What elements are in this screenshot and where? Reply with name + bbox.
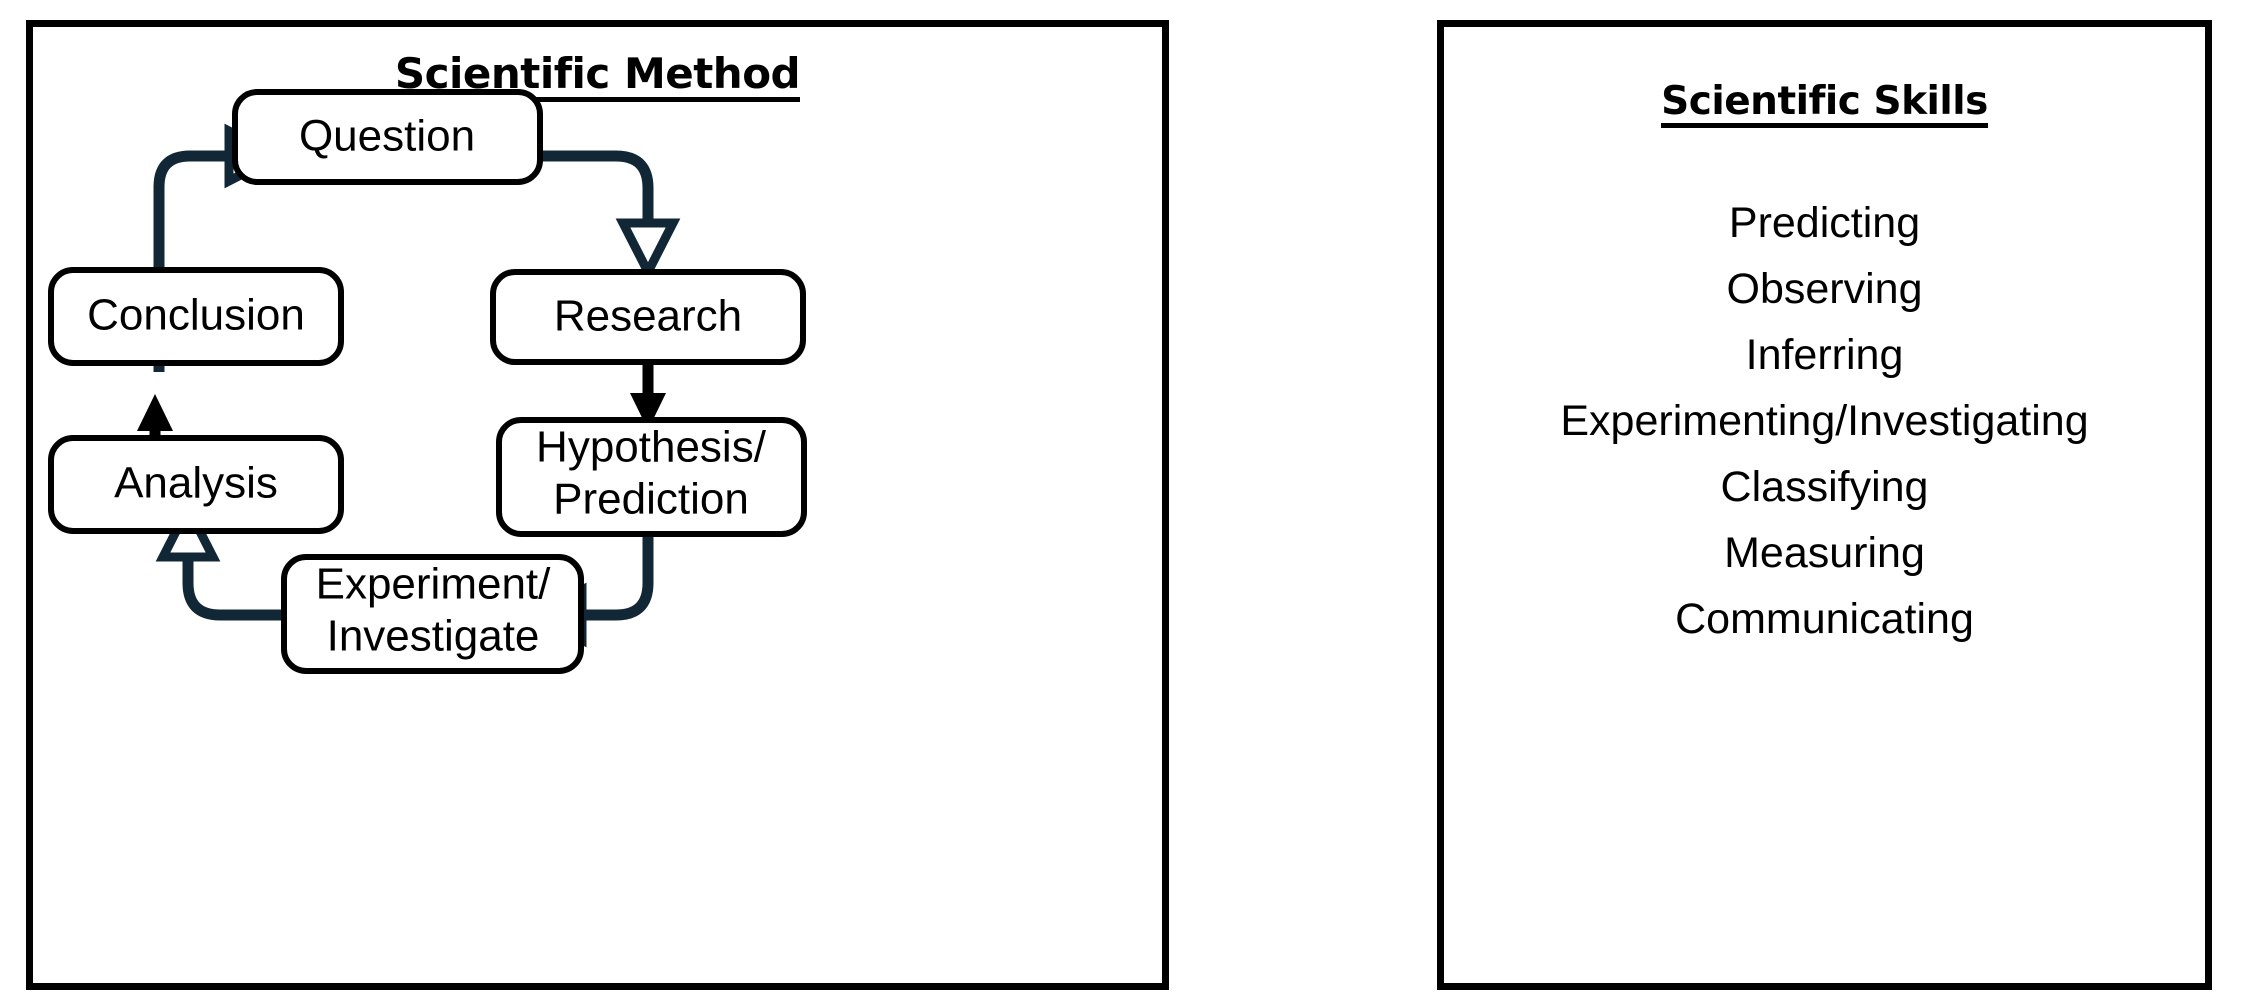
node-question-box[interactable] [232,89,543,185]
list-item: Inferring [1745,331,1904,379]
node-analysis-box[interactable] [48,435,344,534]
list-item: Classifying [1720,463,1929,511]
node-hypothesis-label-line1: Hypothesis/ [536,423,767,472]
node-research-label: Research [554,292,742,341]
node-question[interactable]: Question [232,89,543,185]
node-hypothesis-box[interactable] [496,417,807,537]
node-conclusion[interactable]: Conclusion [48,267,344,366]
node-analysis-label: Analysis [114,459,278,508]
skills-list: Predicting Observing Inferring Experimen… [1444,202,2205,664]
edge-question-to-research [537,150,681,282]
method-title-text: Scientific Method [394,53,801,102]
node-research[interactable]: Research [490,269,806,365]
scientific-method-panel: Scientific Method [26,20,1169,990]
list-item: Measuring [1724,529,1925,577]
node-hypothesis[interactable]: Hypothesis/ Prediction [496,417,807,537]
node-conclusion-label: Conclusion [87,291,305,340]
node-experiment-label-line2: Investigate [327,612,540,661]
scientific-skills-panel: Scientific Skills Predicting Observing I… [1437,20,2212,990]
node-experiment[interactable]: Experiment/ Investigate [281,554,584,674]
list-item: Observing [1726,265,1923,313]
node-conclusion-box[interactable] [48,267,344,366]
list-item: Experimenting/Investigating [1560,397,2089,445]
skills-panel-title: Scientific Skills [1444,79,2205,128]
node-experiment-label-line1: Experiment/ [316,560,552,609]
list-item: Communicating [1675,595,1974,643]
method-flow-diagram: Question Research Hypothesis/ Prediction… [48,89,807,674]
node-question-label: Question [299,112,475,161]
node-hypothesis-label-line2: Prediction [553,475,749,524]
node-experiment-box[interactable] [281,554,584,674]
node-analysis[interactable]: Analysis [48,435,344,534]
method-panel-title: Scientific Method [33,49,1162,102]
node-research-box[interactable] [490,269,806,365]
skills-title-text: Scientific Skills [1661,82,1988,128]
list-item: Predicting [1728,199,1921,247]
